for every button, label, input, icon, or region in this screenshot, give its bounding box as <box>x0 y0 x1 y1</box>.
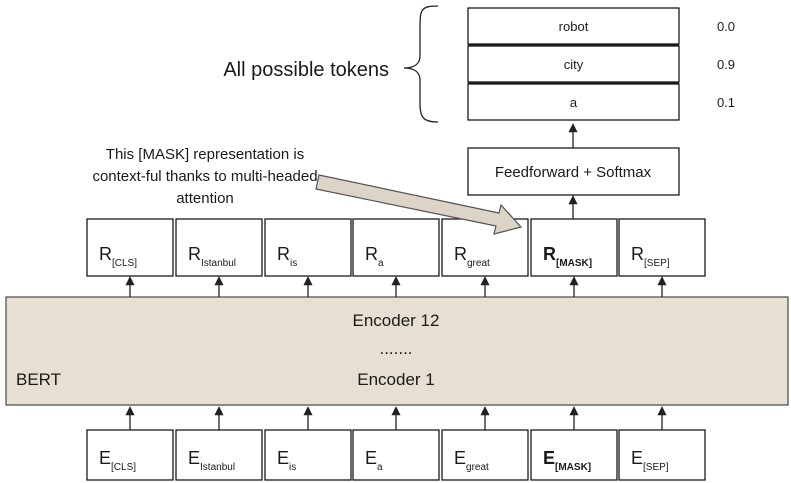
all-tokens-label: All possible tokens <box>223 59 389 81</box>
rep-label-is: Ris <box>277 244 297 269</box>
callout-line-2: context-ful thanks to multi-headed <box>92 168 317 185</box>
emb-label-sep: E[SEP] <box>631 448 669 473</box>
emb-label-mask: E[MASK] <box>543 448 591 473</box>
emb-box-is <box>264 429 352 481</box>
rep-box-mask <box>530 218 618 277</box>
encoder-top-label: Encoder 12 <box>353 311 440 330</box>
token-text-a: a <box>570 95 578 110</box>
rep-label-great: Rgreat <box>454 244 490 269</box>
emb-label-is: Eis <box>277 448 296 473</box>
emb-label-a: Ea <box>365 448 383 473</box>
emb-label-great: Egreat <box>454 448 489 473</box>
token-box-robot <box>467 7 680 45</box>
token-text-robot: robot <box>559 19 589 34</box>
token-prob-city: 0.9 <box>717 57 735 72</box>
bert-encoder-block <box>5 296 789 406</box>
output-token-stack: robot 0.0 city 0.9 a 0.1 <box>467 7 735 121</box>
feedforward-softmax-label: Feedforward + Softmax <box>495 164 652 181</box>
rep-label-cls: R[CLS] <box>99 244 137 269</box>
token-text-city: city <box>564 57 584 72</box>
rep-label-mask: R[MASK] <box>543 244 592 269</box>
embedding-row: E[CLS] EIstanbul Eis Ea Egreat E[MASK] E[SEP] <box>86 429 706 481</box>
callout-line-3: attention <box>176 190 234 207</box>
emb-box-great <box>441 429 529 481</box>
token-prob-robot: 0.0 <box>717 19 735 34</box>
emb-box-a <box>352 429 440 481</box>
encoder-ellipsis: ....... <box>379 339 412 358</box>
token-box-city <box>467 45 680 83</box>
rep-box-is <box>264 218 352 277</box>
bert-label: BERT <box>16 370 61 389</box>
token-box-a <box>467 83 680 121</box>
rep-box-sep <box>618 218 706 277</box>
rep-label-istanbul: RIstanbul <box>188 244 236 269</box>
rep-label-sep: R[SEP] <box>631 244 670 269</box>
rep-box-istanbul <box>175 218 263 277</box>
rep-box-cls <box>86 218 174 277</box>
token-prob-a: 0.1 <box>717 95 735 110</box>
rep-label-a: Ra <box>365 244 384 269</box>
tokens-brace <box>403 5 439 123</box>
representation-row: R[CLS] RIstanbul Ris Ra Rgreat R[MASK] R[SEP] <box>86 218 706 277</box>
emb-box-istanbul <box>175 429 263 481</box>
emb-label-istanbul: EIstanbul <box>188 448 235 473</box>
encoder-bottom-label: Encoder 1 <box>357 370 435 389</box>
callout-arrow <box>315 174 523 235</box>
emb-box-sep <box>618 429 706 481</box>
rep-box-a <box>352 218 440 277</box>
emb-label-cls: E[CLS] <box>99 448 136 473</box>
emb-box-cls <box>86 429 174 481</box>
representation-arrows <box>125 276 667 297</box>
callout-line-1: This [MASK] representation is <box>106 146 304 163</box>
embedding-arrows <box>125 406 667 430</box>
